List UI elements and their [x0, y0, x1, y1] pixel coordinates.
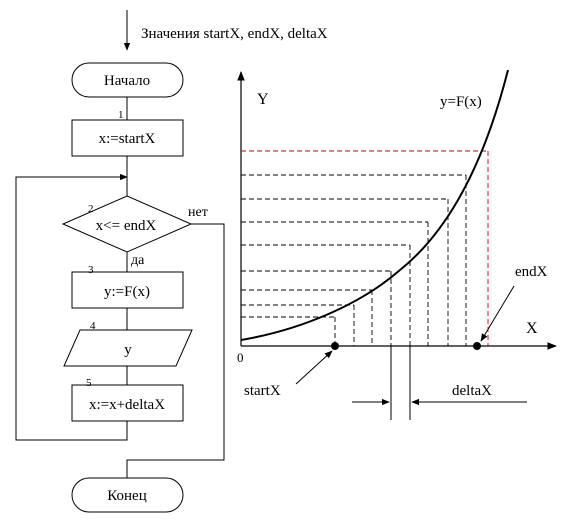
start-point [331, 342, 339, 350]
curve-label: y=F(x) [440, 94, 482, 110]
end-guides [241, 150, 489, 346]
step-number-1: 1 [118, 109, 124, 121]
origin-label: 0 [237, 350, 244, 365]
step-number-3: 3 [88, 264, 94, 276]
end-terminator [71, 477, 184, 513]
output-parallelogram [63, 329, 193, 367]
y-axis-label: Y [257, 91, 269, 108]
loop-back-line [15, 173, 128, 441]
no-branch-line [126, 223, 225, 478]
process-box-1 [71, 119, 184, 157]
process-box-5 [71, 384, 184, 422]
end-label: Конец [107, 488, 146, 504]
start-label: Начало [104, 73, 150, 89]
step-number-4: 4 [90, 320, 96, 332]
startx-label: startX [244, 383, 281, 399]
flowchart [15, 10, 225, 513]
startx-leader [295, 350, 333, 385]
no-label: нет [188, 205, 208, 220]
step-text-2: x<= endX [96, 218, 157, 234]
yes-label: да [131, 253, 145, 268]
step-text-1: x:=startX [99, 131, 156, 147]
input-note: Значения startX, endX, deltaX [141, 26, 328, 42]
deltax-label: deltaX [452, 383, 492, 399]
function-curve [240, 69, 509, 341]
value-guides [241, 174, 467, 346]
x-axis-label: X [526, 320, 538, 337]
step-number-2: 2 [88, 203, 94, 215]
endx-label: endX [515, 264, 548, 280]
step-number-5: 5 [86, 377, 92, 389]
step-text-3: y:=F(x) [104, 284, 150, 300]
endx-leader [480, 285, 515, 342]
step-text-4: y [124, 342, 132, 358]
graph [237, 69, 557, 420]
end-point [473, 342, 481, 350]
step-text-5: x:=x+deltaX [89, 397, 165, 413]
